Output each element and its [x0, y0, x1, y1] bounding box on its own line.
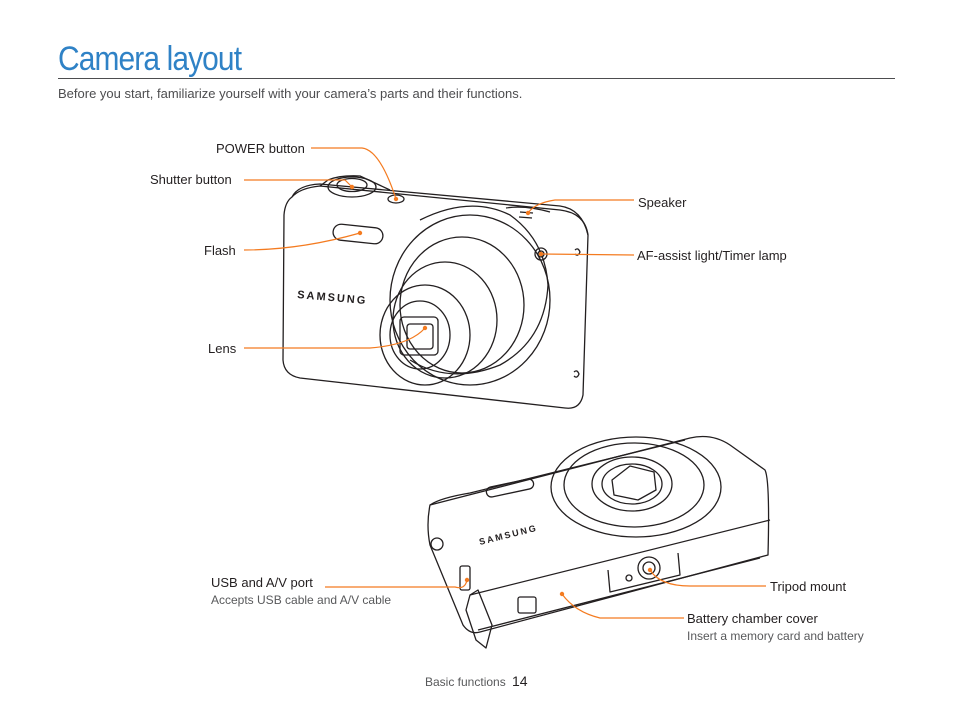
brand-logo-bottom: SAMSUNG — [478, 523, 539, 547]
label-usb-port: USB and A/V port — [211, 575, 313, 590]
front-camera-top — [291, 183, 589, 236]
bottom-camera-body — [427, 435, 770, 634]
label-af-assist: AF-assist light/Timer lamp — [637, 248, 787, 263]
front-camera-body — [282, 185, 589, 409]
flash-window — [332, 223, 384, 245]
label-flash: Flash — [204, 243, 236, 258]
footer-page-number: 14 — [512, 673, 528, 689]
title-rule — [58, 78, 895, 79]
usb-door — [465, 589, 493, 649]
label-speaker: Speaker — [638, 195, 687, 210]
bottom-lens-shutter — [611, 465, 657, 501]
page-title: Camera layout — [58, 40, 242, 78]
label-battery-desc: Insert a memory card and battery — [687, 629, 864, 643]
tripod-mount-shape — [637, 556, 661, 580]
leader-af — [540, 253, 635, 256]
label-usb-desc: Accepts USB cable and A/V cable — [211, 593, 392, 607]
label-shutter-button: Shutter button — [150, 172, 232, 187]
leader-power — [311, 147, 397, 200]
leader-speaker — [527, 199, 634, 214]
leader-battery — [561, 593, 684, 619]
leader-flash — [243, 232, 361, 251]
leader-lens — [244, 327, 426, 349]
power-button-shape — [387, 194, 405, 204]
leader-shutter — [244, 179, 353, 188]
leader-tripod — [649, 569, 766, 587]
front-lens — [389, 300, 451, 370]
label-tripod-mount: Tripod mount — [770, 579, 847, 594]
shutter-dial — [327, 176, 377, 198]
brand-logo-front: SAMSUNG — [297, 289, 368, 307]
page-subtitle: Before you start, familiarize yourself w… — [58, 86, 523, 101]
label-battery-cover: Battery chamber cover — [687, 611, 818, 626]
label-lens: Lens — [208, 341, 237, 356]
label-power-button: POWER button — [216, 141, 305, 156]
footer-section: Basic functions — [425, 675, 506, 689]
